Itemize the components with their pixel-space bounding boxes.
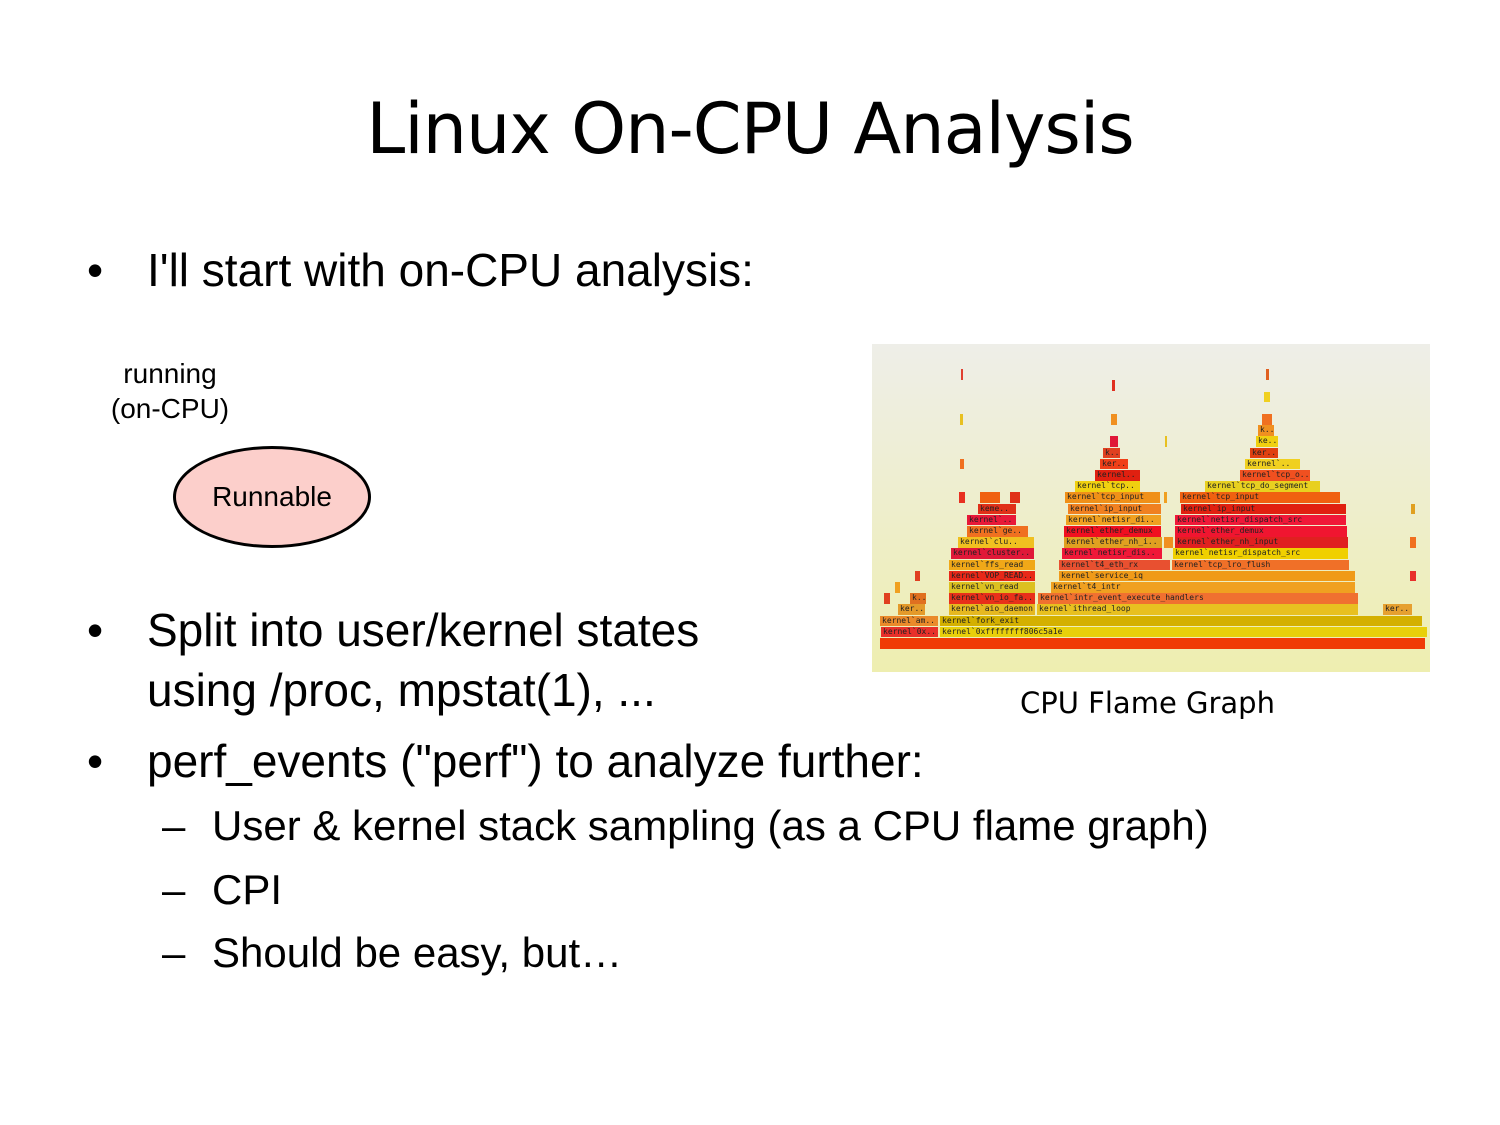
flame-frame: kernel`intr_event_execute_handlers	[1038, 593, 1358, 604]
flame-frame: kernel`ip_input	[1181, 503, 1346, 515]
flame-frame-unlabeled	[961, 369, 963, 380]
flame-frame-unlabeled	[980, 492, 1000, 503]
flame-frame-unlabeled	[959, 492, 965, 503]
flame-frame-unlabeled	[1411, 503, 1415, 515]
flame-frame: kernel`ether_nh_input	[1175, 537, 1348, 548]
flame-frame-unlabeled	[1410, 537, 1416, 548]
slide-title: Linux On-CPU Analysis	[366, 88, 1135, 170]
flame-frame: ker..	[898, 604, 925, 615]
flame-frame: kernel`clu..	[958, 537, 1034, 548]
state-label: running (on-CPU)	[90, 356, 250, 426]
sub-bullet-easy: – Should be easy, but…	[162, 925, 623, 981]
flame-frame: kernel`ge..	[967, 526, 1028, 537]
sub-bullet-text: User & kernel stack sampling (as a CPU f…	[212, 802, 1209, 849]
flame-frame: kernel`tcp_input	[1180, 492, 1340, 503]
sub-bullet-cpi: – CPI	[162, 862, 283, 918]
bullet-on-cpu: • I'll start with on-CPU analysis:	[87, 240, 754, 300]
flame-frame: kernel`tcp_lro_flush	[1172, 559, 1349, 571]
flame-frame: ker..	[1250, 447, 1278, 459]
bullet-marker: •	[87, 735, 104, 787]
flame-frame: kernel`VOP_READ..	[949, 570, 1035, 582]
flame-frame-unlabeled	[895, 582, 900, 593]
flame-frame-unlabeled	[1165, 436, 1167, 447]
bullet-split-states: • Split into user/kernel states using /p…	[87, 600, 700, 720]
flame-frame: kernel`netisr_dispatch_src	[1175, 514, 1346, 526]
flame-frame-unlabeled	[960, 458, 964, 470]
flame-frame: kernel`service_iq	[1059, 570, 1355, 582]
flame-frame-unlabeled	[1112, 380, 1115, 391]
flame-frame: kernel`t4_intr	[1051, 582, 1355, 593]
bullet-text-line2: using /proc, mpstat(1), ...	[147, 664, 656, 716]
state-name: Runnable	[212, 481, 332, 512]
sub-bullet-marker: –	[162, 866, 186, 913]
flame-graph-caption: CPU Flame Graph	[1020, 686, 1275, 720]
bullet-marker: •	[87, 604, 104, 656]
bullet-text: perf_events ("perf") to analyze further:	[147, 735, 924, 787]
flame-frame: kernel`aio_daemon	[949, 604, 1035, 615]
flame-frame: ker..	[1100, 458, 1128, 470]
flame-frame-unlabeled	[884, 593, 890, 604]
flame-frame: kernel`vn_read	[949, 582, 1035, 593]
flame-frame: kernel`tcp_o..	[1240, 470, 1310, 481]
flame-frame: kernel`..	[1245, 458, 1300, 470]
flame-frame: kernel`fork_exit	[940, 615, 1422, 627]
bullet-marker: •	[87, 244, 104, 296]
flame-frame-unlabeled	[1110, 436, 1118, 447]
flame-frame-unlabeled	[880, 638, 1425, 649]
flame-frame: kernel`..	[967, 514, 1016, 526]
flame-frame: keme..	[978, 503, 1016, 515]
flame-frame: kernel`ether_demux	[1175, 526, 1347, 537]
flame-frame: kernel`tcp_input	[1065, 492, 1160, 503]
flame-frame-unlabeled	[1010, 492, 1020, 503]
flame-frame-unlabeled	[915, 570, 920, 582]
state-label-line2: (on-CPU)	[110, 393, 230, 424]
flame-frame-unlabeled	[1410, 570, 1416, 582]
flame-frame: kernel`netisr_di..	[1066, 514, 1161, 526]
flame-frame-unlabeled	[1111, 414, 1117, 425]
flame-frame: kernel`netisr_dispatch_src	[1173, 548, 1348, 559]
flame-frame: k..	[1103, 447, 1120, 459]
flame-frame: kernel`ether_demux	[1064, 526, 1161, 537]
bullet-text-line1: Split into user/kernel states	[147, 604, 700, 656]
flame-frame: kernel`tcp..	[1075, 481, 1140, 492]
bullet-perf-events: • perf_events ("perf") to analyze furthe…	[87, 731, 924, 791]
flame-frame: kernel`ip_input	[1068, 503, 1161, 515]
flame-frame: k..	[910, 593, 926, 604]
flame-frame-unlabeled	[1164, 492, 1167, 503]
flame-frame: kernel`cluster..	[951, 548, 1034, 559]
flame-frame: kernel`0x..	[881, 626, 938, 638]
state-label-line1: running	[123, 358, 217, 389]
flame-frame-unlabeled	[1262, 414, 1272, 425]
runnable-state: Runnable	[173, 446, 371, 548]
flame-frame: ke..	[1256, 436, 1278, 447]
sub-bullet-stack-sampling: – User & kernel stack sampling (as a CPU…	[162, 798, 1209, 854]
flame-frame: kernel`ithread_loop	[1037, 604, 1358, 615]
flame-frame-unlabeled	[1266, 369, 1269, 380]
flame-frame: ker..	[1383, 604, 1412, 615]
sub-bullet-text: CPI	[212, 866, 283, 913]
flame-frame-unlabeled	[960, 414, 963, 425]
flame-frame: k..	[1258, 425, 1274, 436]
sub-bullet-marker: –	[162, 929, 186, 976]
flame-frame: kernel`am..	[880, 615, 938, 627]
flame-frame: kernel`tcp_do_segment	[1205, 481, 1320, 492]
sub-bullet-text: Should be easy, but…	[212, 929, 623, 976]
flame-frame: kernel`ffs_read	[949, 559, 1035, 571]
sub-bullet-marker: –	[162, 802, 186, 849]
flame-frame-unlabeled	[1264, 391, 1270, 403]
flame-frame: kernel`ether_nh_i..	[1064, 537, 1162, 548]
flame-frame: kernel`t4_eth_rx	[1059, 559, 1170, 571]
flame-frame: kernel`netisr_dis..	[1062, 548, 1162, 559]
bullet-text: I'll start with on-CPU analysis:	[147, 244, 754, 296]
flame-frame: kernel`0xffffffff806c5a1e	[940, 626, 1427, 638]
flame-frame: kernel..	[1095, 470, 1140, 481]
flame-frame-unlabeled	[1164, 537, 1173, 548]
flame-frame: kernel`vn_io_fa..	[949, 593, 1035, 604]
